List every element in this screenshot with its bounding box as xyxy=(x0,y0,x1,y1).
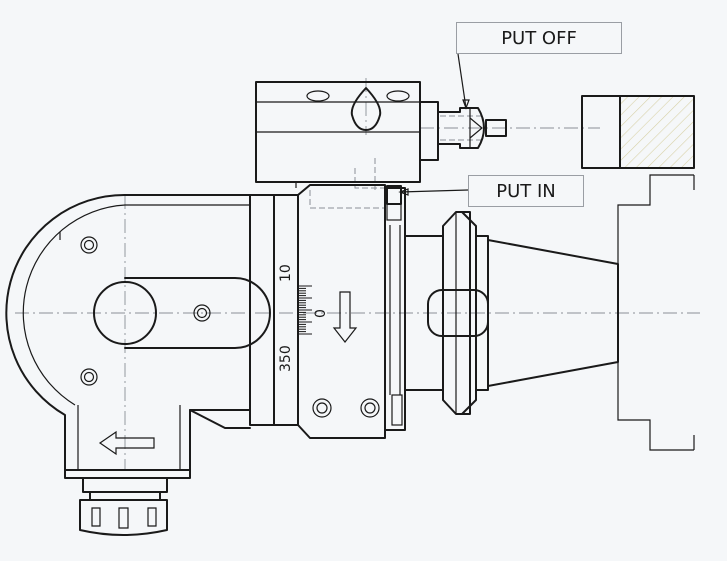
scale-ticks xyxy=(298,285,312,335)
put-off-text: PUT OFF xyxy=(501,27,577,49)
pulley xyxy=(404,211,489,415)
bolt-heads xyxy=(80,236,380,418)
put-in-text: PUT IN xyxy=(496,180,556,202)
workpiece xyxy=(581,95,695,169)
scale-label-top: 10 xyxy=(278,264,294,282)
put-off-label: PUT OFF xyxy=(456,22,622,54)
main-housing xyxy=(5,184,406,479)
scale-label-middle: 0 xyxy=(313,309,329,318)
tool-holder-block xyxy=(255,81,507,188)
leader-lines xyxy=(398,53,470,196)
hidden-lines xyxy=(309,115,482,209)
graduated-scale: 10 0 350 xyxy=(278,264,329,372)
collet-nut xyxy=(79,477,168,536)
centerlines xyxy=(15,78,700,470)
housing-slot xyxy=(93,277,271,349)
spindle-outline xyxy=(617,174,695,451)
insert-block xyxy=(386,185,403,426)
direction-arrow-left-icon xyxy=(98,430,155,456)
put-in-label: PUT IN xyxy=(468,175,584,207)
scale-label-bottom: 350 xyxy=(278,345,294,372)
rotation-arrow-down-icon xyxy=(332,291,358,343)
